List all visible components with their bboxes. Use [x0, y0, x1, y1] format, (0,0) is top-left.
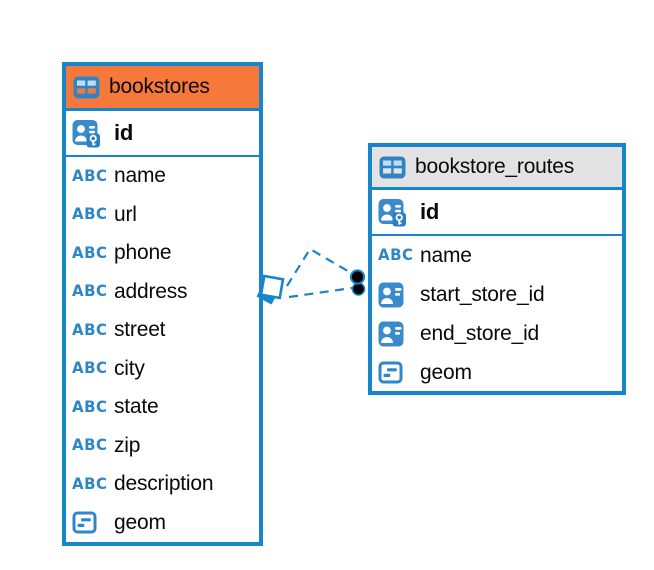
- column-name: description: [114, 472, 214, 496]
- column-row-street[interactable]: ABC street: [66, 311, 259, 350]
- column-name: end_store_id: [420, 321, 540, 345]
- relationship-line-upper[interactable]: [286, 247, 354, 287]
- table-header-bookstore-routes[interactable]: bookstore_routes: [372, 147, 622, 190]
- diamond-marker-front: [259, 274, 285, 300]
- column-name: state: [114, 395, 159, 419]
- column-row-name[interactable]: ABC name: [372, 236, 622, 275]
- column-name: url: [114, 202, 137, 226]
- column-row-city[interactable]: ABC city: [66, 350, 259, 389]
- column-row-start-store-id[interactable]: start_store_id: [372, 275, 622, 314]
- text-type-icon: ABC: [72, 474, 108, 494]
- primary-key-icon: [376, 198, 420, 227]
- column-row-zip[interactable]: ABC zip: [66, 427, 259, 466]
- object-type-icon: [70, 511, 114, 534]
- column-name: zip: [114, 433, 141, 457]
- column-row-id[interactable]: id: [372, 190, 622, 236]
- column-name: id: [114, 120, 134, 145]
- table-icon: [73, 76, 100, 99]
- text-type-icon: ABC: [72, 397, 108, 417]
- text-type-icon: ABC: [72, 166, 108, 186]
- column-row-phone[interactable]: ABC phone: [66, 234, 259, 273]
- column-name: start_store_id: [420, 282, 545, 306]
- column-name: geom: [114, 510, 166, 534]
- column-name: geom: [420, 360, 472, 384]
- entity-table-bookstore-routes[interactable]: bookstore_routes id ABC name: [368, 143, 626, 395]
- foreign-key-icon: [376, 282, 420, 308]
- text-type-icon: ABC: [72, 320, 108, 340]
- column-row-name[interactable]: ABC name: [66, 157, 259, 196]
- text-type-icon: ABC: [378, 245, 414, 265]
- text-type-icon: ABC: [72, 358, 108, 378]
- column-row-geom[interactable]: geom: [372, 353, 622, 392]
- entity-table-bookstores[interactable]: bookstores id ABC name: [62, 62, 263, 546]
- column-name: phone: [114, 241, 172, 265]
- column-row-description[interactable]: ABC description: [66, 465, 259, 504]
- text-type-icon: ABC: [72, 204, 108, 224]
- column-name: name: [420, 243, 472, 267]
- table-title: bookstores: [109, 75, 210, 98]
- column-row-id[interactable]: id: [66, 111, 259, 157]
- column-row-geom[interactable]: geom: [66, 504, 259, 543]
- dot-marker-upper: [349, 269, 366, 285]
- foreign-key-icon: [376, 321, 420, 347]
- column-row-address[interactable]: ABC address: [66, 273, 259, 312]
- column-name: address: [114, 279, 188, 303]
- column-name: name: [114, 164, 166, 188]
- column-row-end-store-id[interactable]: end_store_id: [372, 314, 622, 353]
- table-icon: [379, 156, 406, 179]
- text-type-icon: ABC: [72, 435, 108, 455]
- column-name: city: [114, 356, 145, 380]
- relationship-line-lower[interactable]: [288, 286, 353, 299]
- dot-marker-lower: [351, 282, 366, 296]
- column-row-state[interactable]: ABC state: [66, 388, 259, 427]
- column-row-url[interactable]: ABC url: [66, 196, 259, 235]
- text-type-icon: ABC: [72, 243, 108, 263]
- relationship-connector[interactable]: [250, 235, 380, 315]
- column-name: id: [420, 199, 440, 224]
- table-header-bookstores[interactable]: bookstores: [66, 66, 259, 111]
- text-type-icon: ABC: [72, 281, 108, 301]
- object-type-icon: [376, 361, 420, 384]
- table-title: bookstore_routes: [415, 155, 575, 178]
- primary-key-icon: [70, 119, 114, 148]
- column-name: street: [114, 318, 166, 342]
